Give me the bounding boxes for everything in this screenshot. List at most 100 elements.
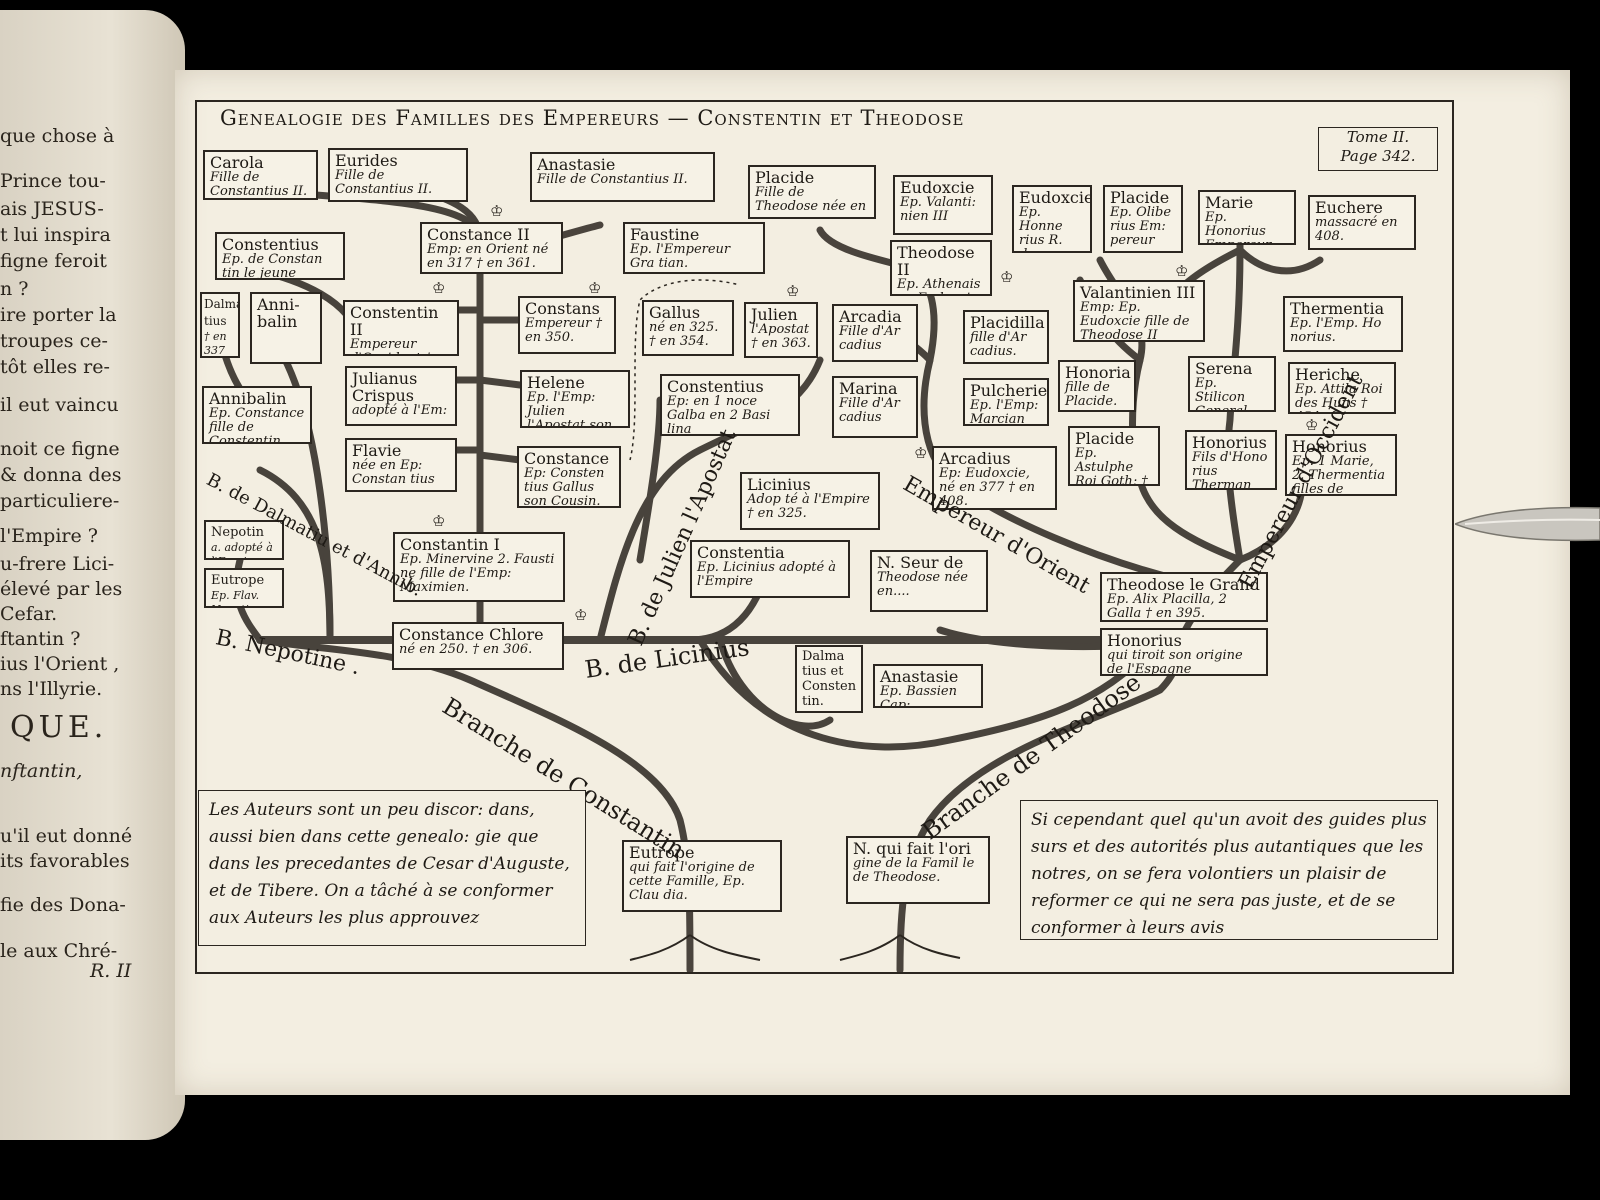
person-desc: Ep. Flav. Nepotien [211,589,262,606]
text-line: & donna des [0,464,122,486]
text-line: tôt elles re- [0,356,110,378]
person-desc: Fille de Constantius II. [210,170,308,199]
person-desc: Ep. Attila Roi des Huns † 454. [1295,382,1383,413]
person-desc: Fille de Theodose née en ........ [755,185,867,218]
note-right: Si cependant quel qu'un avoit des guides… [1020,800,1438,940]
tome-page-reference: Tome II. Page 342. [1318,127,1438,171]
text-line: u'il eut donné [0,825,133,847]
person-name: Anastasie [880,667,959,686]
text-line: ire porter la [0,304,117,326]
person-desc: Ep. Licinius adopté à l'Empire [697,560,837,589]
person-desc: fille d'Ar cadius. [970,330,1027,359]
left-facing-page: que chose à Prince tou- ais JESUS- t lui… [0,10,185,1140]
person-name: Constantin I [400,535,500,554]
person-name: Eudoxcie [1019,188,1092,207]
person-desc: Theodose née en.... [877,570,968,599]
crown-icon: ♔ [1000,268,1014,286]
plate-title: Genealogie des Familles des Empereurs — … [220,106,965,130]
person-desc: Emp: en Orient né en 317 † en 361. [427,242,549,271]
text-line: nftantin, [0,760,83,782]
person-name: Constance Chlore [399,625,544,644]
crown-icon: ♔ [786,282,800,300]
person-name: Heriche [1295,365,1360,384]
person-desc: Ep: Eudoxcie, né en 377 † en 408. [939,466,1036,509]
person-name: Serena [1195,359,1253,378]
crown-icon: ♔ [914,444,928,462]
person-name: Nepotin [211,525,264,540]
text-line: figne feroit [0,250,107,272]
person-name: Constentius [222,235,319,254]
crown-icon: ♔ [490,202,504,220]
person-desc: Ep. Minervine 2. Fausti ne fille de l'Em… [400,552,555,595]
person-desc: Emp: Ep. Eudoxcie fille de Theodose II [1080,300,1190,342]
person-desc: adopté à l'Em: [352,403,448,418]
person-name: Placidilla [970,313,1045,332]
person-desc: massacré en 408. [1315,215,1398,244]
text-line: troupes ce- [0,330,108,352]
person-name: Faustine [630,225,700,244]
person-name: Flavie [352,441,402,460]
person-name: Julianus Crispus [352,369,418,405]
person-desc: Ep: Consten tius Gallus son Cousin. [524,466,605,508]
text-line: u-frere Lici- [0,553,115,575]
text-line: Prince tou- [0,170,106,192]
person-name: Eutrope [211,573,265,588]
person-name: Honorius [1292,437,1367,456]
person-desc: a. adopté à l'Empire [211,541,273,558]
text-line: élevé par les [0,578,123,600]
letter-opener-blade [1455,506,1600,542]
text-line: n ? [0,278,29,300]
person-desc: Empereur † en 350. [525,316,602,345]
text-line: ius l'Orient , [0,653,120,675]
person-desc: fille de Placide. [1065,380,1118,409]
person-name: Constentin II [350,303,439,339]
person-desc: qui fait l'origine de cette Famille, Ep.… [629,860,755,903]
text-line: le aux Chré- [0,940,118,962]
crown-icon: ♔ [432,279,446,297]
person-desc: Ep: en 1 noce Galba en 2 Basi lina [667,394,771,436]
person-desc: né en 325. † en 354. [649,320,719,349]
person-name: Marie [1205,193,1254,212]
person-desc: Ep. Stilicon General d'Honnorius [1195,376,1248,412]
person-box-dalmatius: Dalma tius† en 337 [200,292,240,358]
person-name: Constans [525,299,600,318]
text-line: ns l'Illyrie. [0,678,103,700]
person-desc: Ep. Constance fille de Constentin. [209,406,305,444]
person-desc: Ep. l'Empereur Gra tian. [630,242,731,271]
person-name: Arcadius [939,449,1011,468]
page-signature: R. II [90,960,132,982]
person-box-dalmatius-constentin: Dalma tius et Consten tin. [795,645,863,713]
person-desc: Ep. 1 Marie, 2. Thermentia filles de Sti… [1292,454,1386,496]
person-name: Honorius [1192,433,1267,452]
text-line: il eut vaincu [0,394,119,416]
person-name: Eurides [335,151,398,170]
text-line: ftantin ? [0,628,81,650]
